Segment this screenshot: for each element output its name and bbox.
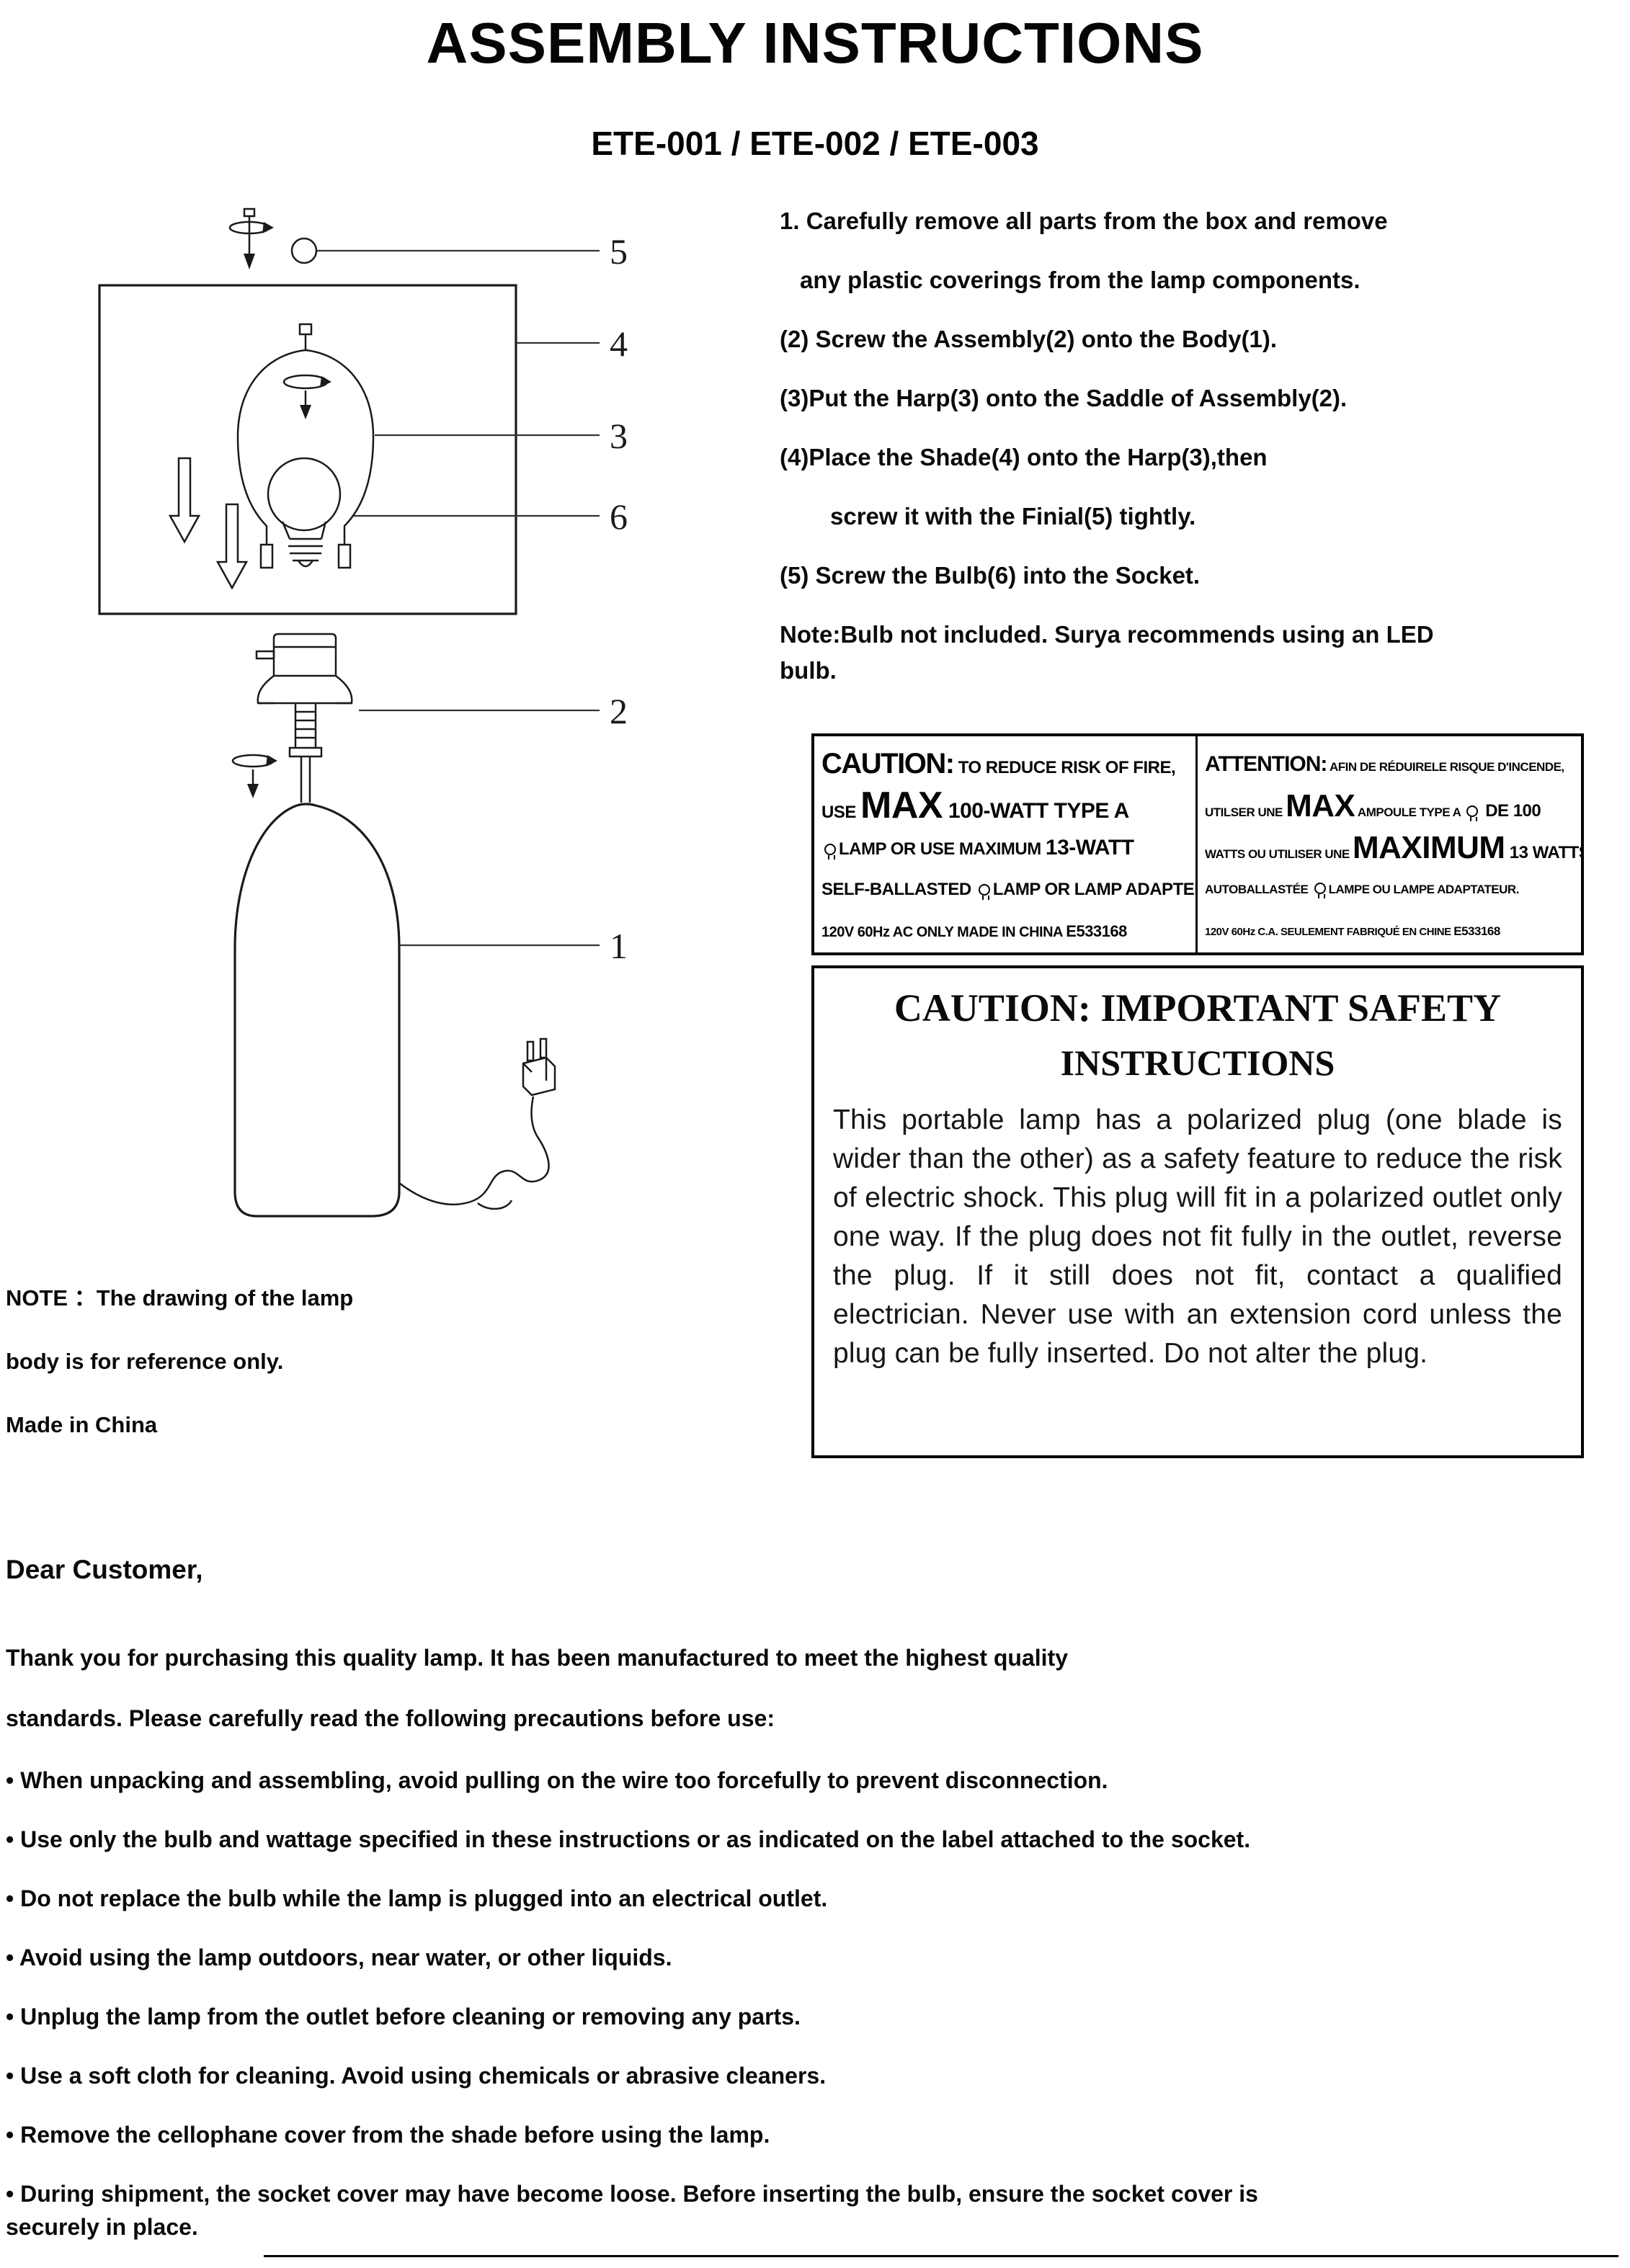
socket-assembly (255, 633, 353, 803)
rating-label-line: SELF-BALLASTED LAMP OR LAMP ADAPTER, (821, 869, 1195, 911)
precaution-item: • Unplug the lamp from the outlet before… (6, 2004, 801, 2030)
lamp-body (233, 803, 401, 1218)
assembly-steps: 1. Carefully remove all parts from the b… (780, 205, 1601, 713)
label-text: AFIN DE RÉDUIRELE RISQUE D'INCENDE, (1327, 760, 1564, 774)
assembly-step-line: 1. Carefully remove all parts from the b… (780, 207, 1388, 234)
label-text: MAX (860, 785, 943, 826)
label-text: DE 100 (1481, 801, 1541, 821)
label-text: 13-WATT (1045, 836, 1134, 860)
socket-rotate-icon (231, 754, 277, 798)
label-text: E533168 (1066, 922, 1127, 940)
label-text: TO REDUCE RISK OF FIRE, (953, 758, 1176, 777)
safety-body-text: This portable lamp has a polarized plug … (833, 1104, 1562, 1369)
label-text: 120V 60Hz AC ONLY MADE IN CHINA (821, 924, 1066, 940)
rating-label-line: LAMP OR USE MAXIMUM 13-WATT (821, 827, 1190, 869)
customer-letter: Dear Customer, Thank you for purchasing … (6, 1553, 1591, 2268)
shade-outline (98, 284, 517, 615)
precaution-item: • Use a soft cloth for cleaning. Avoid u… (6, 2063, 827, 2089)
finial-rotate-icon (228, 207, 274, 269)
callout-6: 6 (610, 496, 628, 537)
label-text: AMPOULE TYPE A (1355, 805, 1464, 819)
finial-ball (290, 237, 318, 264)
assembly-step-line: Note:Bulb not included. Surya recommends… (780, 621, 1434, 648)
note-line-2: body is for reference only. (6, 1349, 284, 1374)
safety-subtitle: INSTRUCTIONS (1060, 1043, 1335, 1083)
safety-title: CAUTION: IMPORTANT SAFETY (894, 986, 1502, 1030)
intro-line-1: Thank you for purchasing this quality la… (6, 1645, 1068, 1671)
assembly-step-line: screw it with the Finial(5) tightly. (830, 503, 1196, 530)
rating-label-line: CAUTION: TO REDUCE RISK OF FIRE, (821, 744, 1190, 785)
callout-4: 4 (610, 323, 628, 364)
rating-label-line: 120V 60Hz C.A. SEULEMENT FABRIQUÉ EN CHI… (1205, 911, 1575, 952)
label-text: 100-WATT TYPE A (943, 799, 1129, 823)
callout-lines (317, 249, 600, 947)
assembly-step-line: (2) Screw the Assembly(2) onto the Body(… (780, 326, 1278, 352)
rating-label-line: USE MAX 100-WATT TYPE A (821, 785, 1190, 827)
callout-5: 5 (610, 231, 628, 272)
precaution-item: • Remove the cellophane cover from the s… (6, 2122, 770, 2148)
precaution-item: • During shipment, the socket cover may … (6, 2181, 1258, 2240)
bulb-icon (1314, 883, 1326, 898)
precaution-item: • Avoid using the lamp outdoors, near wa… (6, 1945, 672, 1970)
label-text: 120V 60Hz C.A. SEULEMENT FABRIQUÉ EN CHI… (1205, 926, 1454, 938)
bulb (267, 457, 342, 568)
rating-label-french: ATTENTION: AFIN DE RÉDUIRELE RISQUE D'IN… (1198, 736, 1581, 952)
label-text: MAXIMUM (1352, 830, 1505, 865)
harp-rotate-icon (282, 374, 331, 419)
callout-2: 2 (610, 691, 628, 731)
caution-rating-label: CAUTION: TO REDUCE RISK OF FIRE,USE MAX … (811, 733, 1584, 955)
placement-arrows (168, 457, 249, 590)
bottom-divider (264, 2255, 1618, 2257)
label-text: USE (821, 803, 861, 822)
label-text: UTILSER UNE (1205, 805, 1286, 819)
label-text: LAMPE OU LAMPE ADAPTATEUR. (1328, 883, 1520, 896)
rating-label-line: 120V 60Hz AC ONLY MADE IN CHINA E533168 (821, 911, 1190, 952)
label-text: MAX (1286, 788, 1355, 823)
harp (236, 323, 375, 569)
callout-1: 1 (610, 926, 628, 966)
model-numbers: ETE-001 / ETE-002 / ETE-003 (591, 125, 1039, 162)
callout-3: 3 (610, 416, 628, 456)
label-text: AUTOBALLASTÉE (1205, 883, 1311, 896)
reference-note: NOTE ：The drawing of the lamp body is fo… (6, 1282, 453, 1473)
label-text: LAMP OR USE MAXIMUM (839, 839, 1046, 859)
power-cord (398, 1096, 550, 1210)
plug-icon (522, 1037, 556, 1097)
rating-label-english: CAUTION: TO REDUCE RISK OF FIRE,USE MAX … (814, 736, 1198, 952)
label-text: WATTS OU UTILISER UNE (1205, 847, 1353, 861)
label-text: CAUTION: (821, 748, 955, 780)
rating-label-line: UTILSER UNE MAX AMPOULE TYPE A DE 100 (1205, 785, 1575, 827)
rating-label-line: WATTS OU UTILISER UNE MAXIMUM 13 WATTS (1205, 827, 1581, 869)
precaution-item: • Do not replace the bulb while the lamp… (6, 1885, 828, 1911)
assembly-step-line: any plastic coverings from the lamp comp… (800, 267, 1360, 293)
assembly-step-line: (4)Place the Shade(4) onto the Harp(3),t… (780, 444, 1268, 470)
rating-label-line: ATTENTION: AFIN DE RÉDUIRELE RISQUE D'IN… (1205, 744, 1575, 785)
made-in-china: Made in China (6, 1412, 158, 1437)
lamp-assembly-diagram: 5 4 3 6 2 1 (98, 207, 628, 1218)
bulb-icon (978, 884, 990, 900)
label-text: LAMP OR LAMP ADAPTER, (992, 880, 1198, 899)
label-text: SELF-BALLASTED (821, 880, 976, 899)
label-text: E533168 (1453, 924, 1500, 938)
note-line-1: NOTE ：The drawing of the lamp (6, 1285, 354, 1311)
precaution-bullets: • When unpacking and assembling, avoid p… (6, 1764, 1591, 2244)
precaution-item: • When unpacking and assembling, avoid p… (6, 1767, 1108, 1793)
rating-label-line: AUTOBALLASTÉE LAMPE OU LAMPE ADAPTATEUR. (1205, 869, 1575, 911)
page-title: ASSEMBLY INSTRUCTIONS (426, 11, 1204, 75)
precaution-item: • Use only the bulb and wattage specifie… (6, 1826, 1251, 1852)
bulb-icon (824, 844, 836, 860)
safety-instructions-box: CAUTION: IMPORTANT SAFETY INSTRUCTIONS T… (811, 965, 1584, 1458)
bulb-icon (1466, 805, 1479, 821)
greeting: Dear Customer, (6, 1555, 203, 1584)
label-text: ATTENTION: (1205, 752, 1327, 776)
intro-line-2: standards. Please carefully read the fol… (6, 1705, 775, 1731)
assembly-step-line: (5) Screw the Bulb(6) into the Socket. (780, 562, 1201, 589)
assembly-step-line: (3)Put the Harp(3) onto the Saddle of As… (780, 385, 1348, 411)
assembly-step-line: bulb. (780, 657, 837, 684)
label-text: 13 WATTS (1509, 843, 1581, 862)
